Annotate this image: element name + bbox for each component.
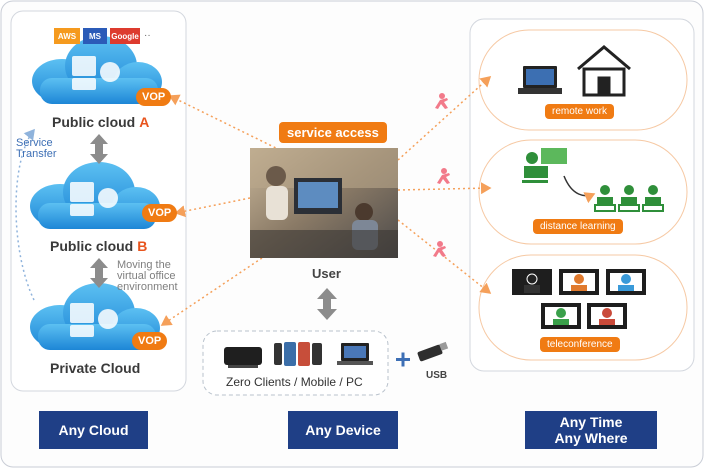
house-icon (577, 45, 631, 97)
public-cloud-a-letter: A (139, 114, 150, 130)
cloud-transfer-arrows (90, 134, 337, 320)
vop-badge-b: VOP (142, 204, 178, 222)
any-device-button: Any Device (288, 411, 398, 449)
service-access-label: service access (279, 122, 387, 143)
zero-client-icon (224, 347, 262, 368)
moving-line-2: virtual office (117, 270, 176, 282)
service-transfer-arc (15, 128, 35, 301)
remote-work-label: remote work (545, 104, 615, 119)
distance-learning-label: distance learning (533, 219, 623, 234)
ms-logo: MS (83, 28, 107, 44)
public-cloud-a-text: Public cloud (52, 114, 136, 130)
service-transfer-line-1: Service (16, 137, 53, 149)
any-where-text: Any Where (554, 430, 628, 446)
any-time-anywhere-button: Any Time Any Where (525, 411, 657, 449)
moving-note: Moving the virtual office environment (117, 260, 178, 293)
service-transfer-line-2: Transfer (16, 148, 57, 160)
teacher-icon (522, 148, 567, 183)
vop-badge-a: VOP (136, 88, 172, 106)
service-access-arrows (160, 75, 492, 326)
any-cloud-button: Any Cloud (39, 411, 148, 449)
teleconference-label: teleconference (540, 337, 620, 352)
more-providers: ·· (144, 30, 151, 41)
private-cloud-label: Private Cloud (50, 360, 141, 376)
laptop-icon (337, 343, 373, 365)
plus-icon (396, 352, 410, 367)
devices-caption: Zero Clients / Mobile / PC (226, 375, 363, 389)
public-cloud-b-letter: B (137, 238, 148, 254)
teaching-arrow (563, 175, 596, 204)
video-monitors-icon (512, 269, 646, 329)
vop-badge-private: VOP (132, 332, 168, 350)
usb-label: USB (426, 370, 448, 381)
any-time-text: Any Time (559, 414, 623, 430)
user-label: User (312, 266, 341, 281)
private-cloud-graphic (30, 283, 160, 350)
mobile-devices-icon (274, 342, 322, 366)
public-cloud-b-graphic (30, 162, 160, 229)
moving-line-1: Moving the (117, 259, 171, 271)
running-person-icons (433, 93, 450, 257)
service-transfer-note: Service Transfer (16, 138, 57, 160)
aws-logo: AWS (54, 28, 80, 44)
remote-laptop-icon (518, 66, 562, 94)
office-photo (250, 148, 398, 258)
public-cloud-b-text: Public cloud (50, 238, 134, 254)
public-cloud-a-graphic (32, 36, 162, 104)
students-icon (594, 185, 664, 212)
usb-stick-icon (417, 341, 449, 362)
moving-line-3: environment (117, 281, 178, 293)
google-logo: Google (110, 28, 140, 44)
